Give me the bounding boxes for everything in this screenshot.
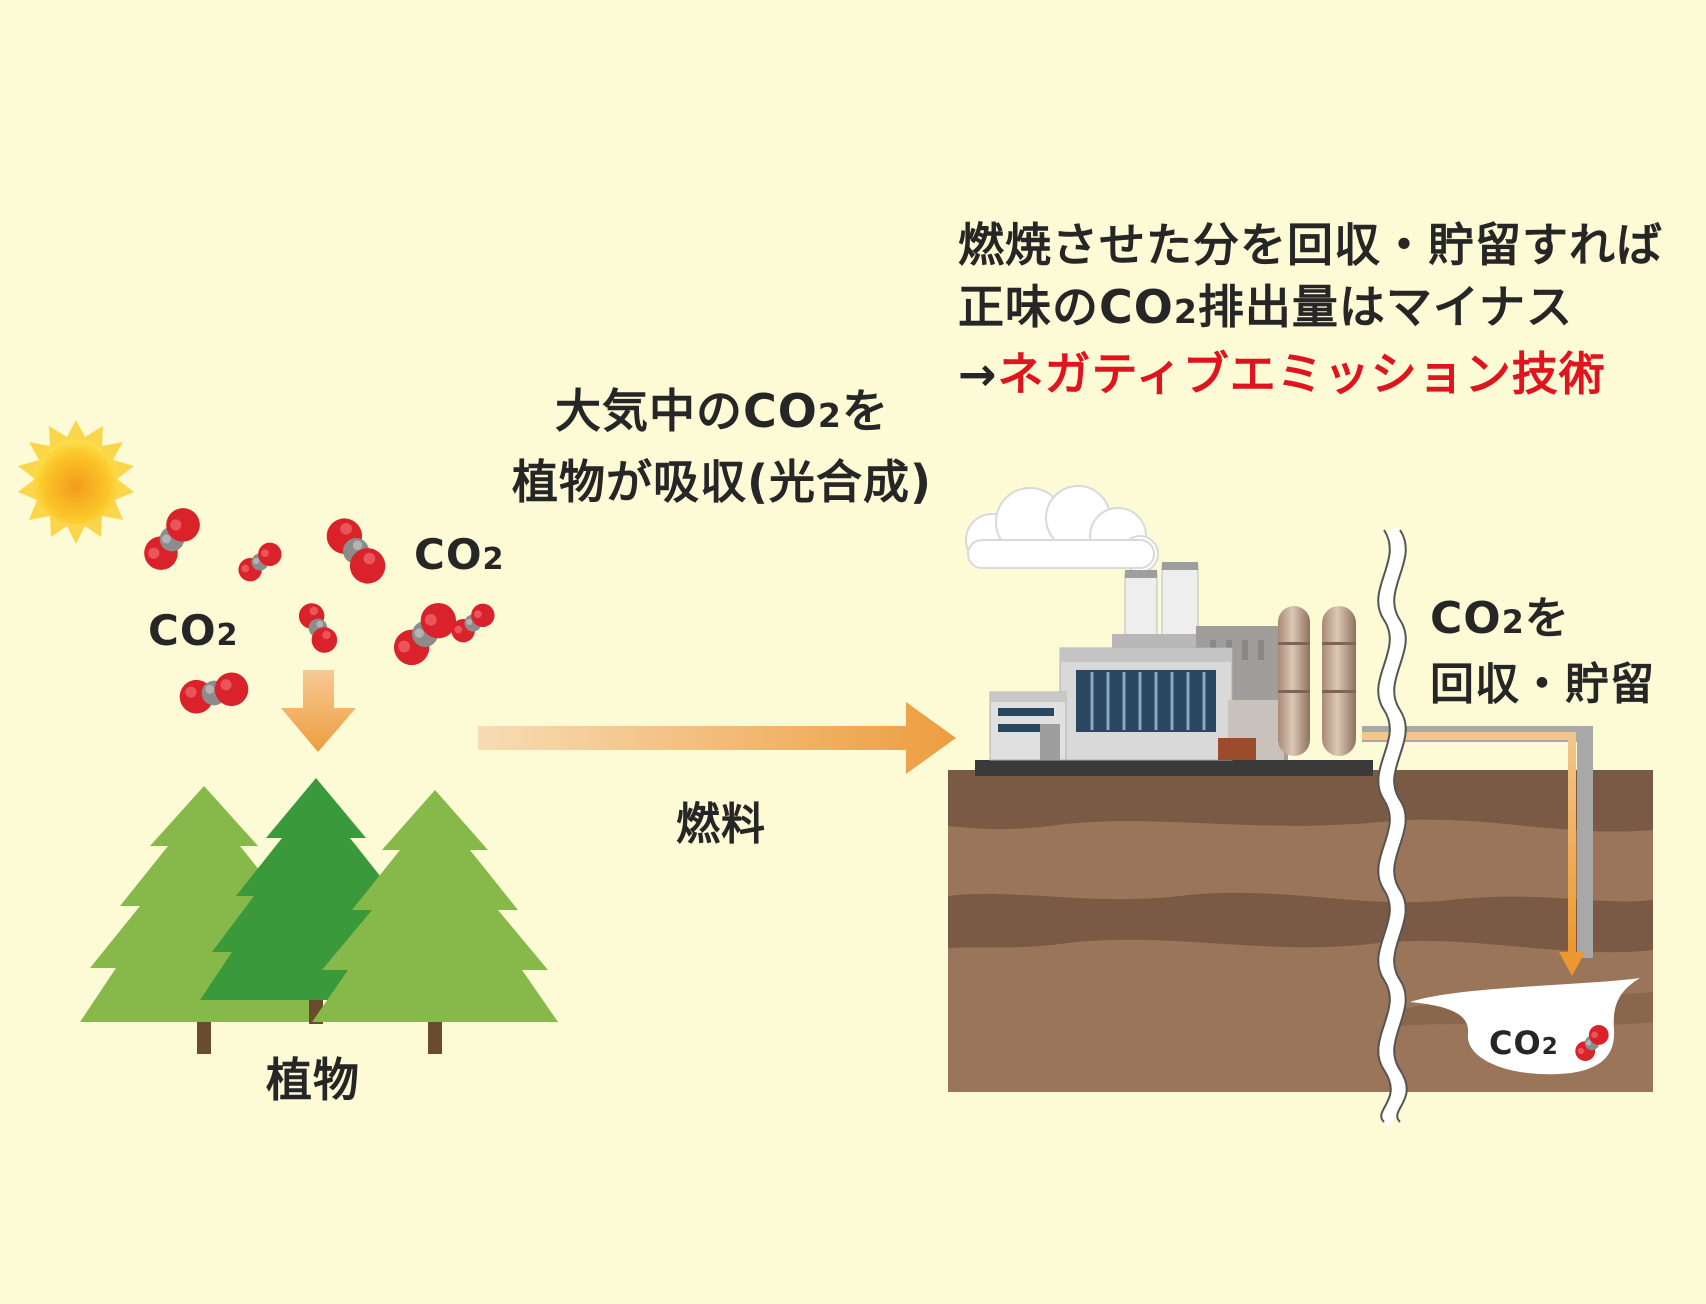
sun-icon <box>18 420 134 544</box>
headline-line-2: 正味のCO2排出量はマイナス <box>958 280 1574 334</box>
headline-text: 燃焼させた分を回収・貯留すれば 正味のCO2排出量はマイナス →ネガティブエミッ… <box>958 214 1663 405</box>
co2-molecule-icon <box>386 595 464 673</box>
cloud-icon <box>965 485 1159 573</box>
capture-line-2: 回収・貯留 <box>1430 659 1655 710</box>
fuel-label: 燃料 <box>676 799 766 850</box>
capture-line-1: CO2を <box>1430 593 1570 644</box>
absorb-arrow <box>281 670 356 752</box>
headline-line-3: →ネガティブエミッション技術 <box>958 347 1606 401</box>
co2-molecule-icon <box>294 598 342 658</box>
fuel-arrow <box>478 702 956 774</box>
co2-label-left: CO2 <box>148 606 239 655</box>
break-line <box>1379 526 1406 1127</box>
factory-icon <box>989 562 1356 761</box>
break-line-edge-left <box>1377 529 1392 1123</box>
co2-molecule-icon <box>319 511 393 591</box>
capture-storage-label: CO2を 回収・貯留 <box>1430 588 1655 716</box>
absorption-text: 大気中のCO2を 植物が吸収(光合成) <box>500 378 944 515</box>
co2-molecule-icon <box>176 669 252 717</box>
pipe-icon <box>1362 726 1593 976</box>
co2-label-right: CO2 <box>414 530 505 579</box>
plant-label: 植物 <box>266 1053 360 1107</box>
co2-molecule-icon <box>233 537 287 587</box>
co2-molecule-icon <box>446 598 500 648</box>
tree-icon <box>312 790 558 1054</box>
headline-line-1: 燃焼させた分を回収・貯留すれば <box>958 218 1663 272</box>
absorption-line-2: 植物が吸収(光合成) <box>511 455 933 509</box>
stored-co2-label: CO2 <box>1489 1024 1559 1062</box>
absorption-line-1: 大気中のCO2を <box>555 384 889 438</box>
co2-molecule-icon <box>137 501 207 577</box>
negative-emission-highlight: ネガティブエミッション技術 <box>997 347 1606 401</box>
break-line-edge-right <box>1393 529 1408 1123</box>
factory-base <box>975 760 1373 776</box>
